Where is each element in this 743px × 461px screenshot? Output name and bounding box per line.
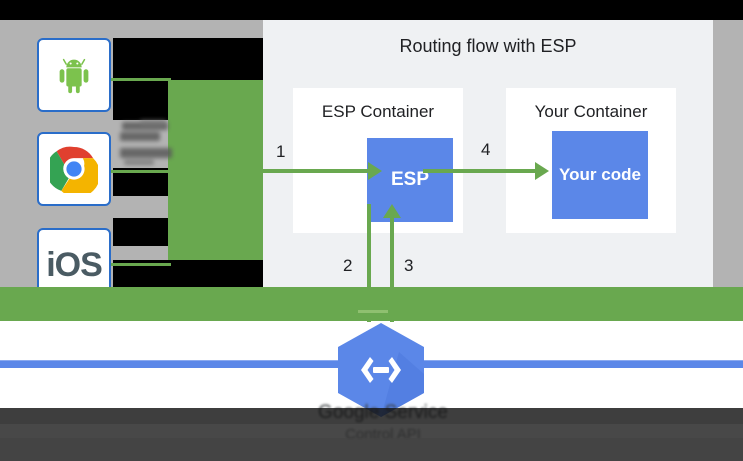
- arrow-2-tail: [366, 287, 370, 321]
- arrow-3-line: [390, 215, 394, 322]
- diagram-title: Routing flow with ESP: [399, 36, 577, 56]
- step-number-1: 1: [276, 142, 286, 161]
- esp-container-title: ESP Container: [321, 102, 435, 121]
- bottom-overlay-bar-3: [0, 438, 743, 461]
- android-icon: [59, 58, 89, 94]
- green-divider-band: [0, 287, 743, 321]
- arrow-3-head: [383, 204, 401, 218]
- your-container: Your Container Your code: [506, 88, 676, 233]
- client-card-chrome[interactable]: [37, 132, 111, 206]
- your-code-line2: code: [601, 165, 641, 185]
- occluder-a: [113, 38, 263, 82]
- your-code-line1: Your: [559, 165, 597, 185]
- arrow-4-line: [423, 169, 543, 173]
- connector-stub-android: [111, 78, 171, 81]
- connector-stub-ios: [111, 263, 171, 266]
- service-control-logo[interactable]: [337, 322, 425, 418]
- step-number-3: 3: [404, 256, 414, 275]
- top-occluder-bar: [0, 0, 743, 20]
- ios-label: iOS: [46, 245, 103, 284]
- your-container-title: Your Container: [534, 102, 648, 121]
- occluder-b: [113, 82, 168, 120]
- arrow-tail-tick: [358, 310, 388, 313]
- bottom-overlay-bar-2: [0, 424, 743, 438]
- bottom-overlay-bar-1: [0, 408, 743, 424]
- client-card-android[interactable]: [37, 38, 111, 112]
- step-number-2: 2: [343, 256, 353, 275]
- arrow-2-line: [367, 204, 371, 322]
- arrow-3-tail: [389, 287, 393, 321]
- arrow-1-line: [258, 169, 372, 173]
- routing-flow-diagram: Routing flow with ESP ESP Container ESP …: [258, 20, 713, 322]
- esp-box[interactable]: ESP: [367, 138, 453, 222]
- esp-container: ESP Container ESP: [293, 88, 463, 233]
- step-number-4: 4: [481, 140, 491, 159]
- green-fill-block: [168, 80, 263, 260]
- obscured-text-block: [120, 120, 182, 168]
- arrow-4-head: [535, 162, 549, 180]
- chrome-icon: [50, 146, 98, 193]
- arrow-1-head: [368, 162, 382, 180]
- google-service-control-hexagon-icon: [338, 323, 424, 417]
- connector-stub-chrome: [111, 170, 171, 173]
- grey-side-band-right: [713, 20, 743, 287]
- your-code-box[interactable]: Your code: [552, 131, 648, 219]
